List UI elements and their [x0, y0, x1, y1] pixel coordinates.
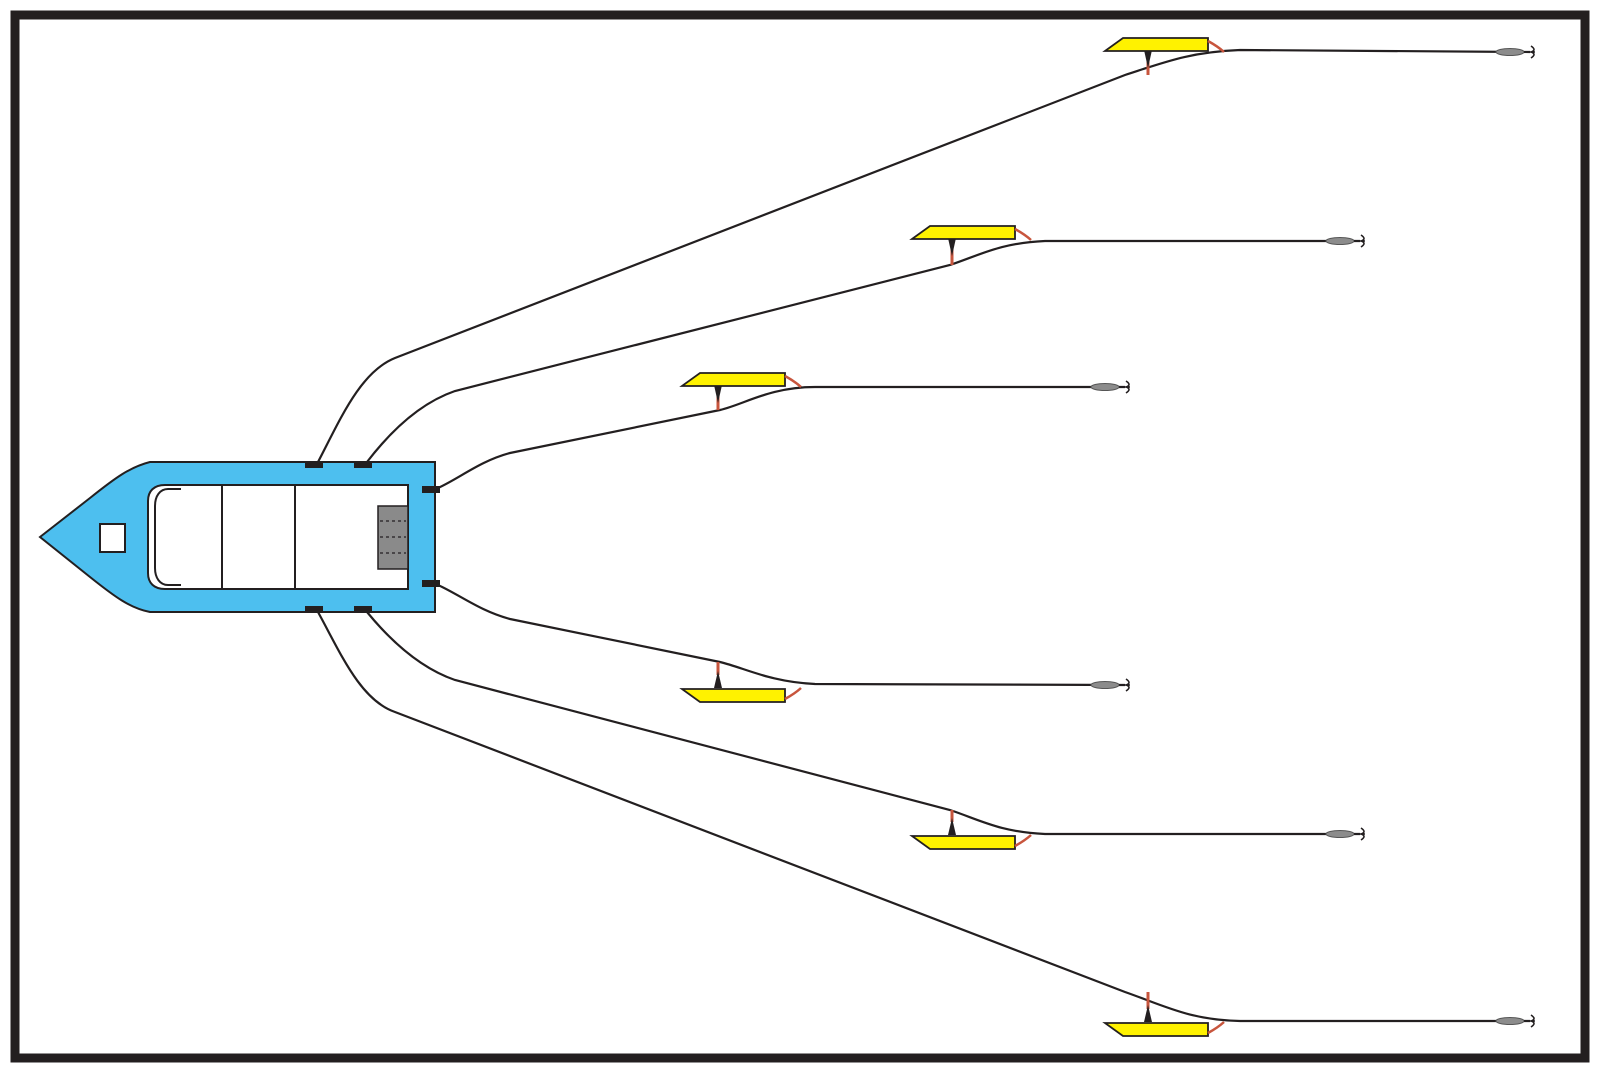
board-keel [948, 238, 956, 256]
lure-icon [1090, 681, 1120, 689]
planer-board-icon [909, 835, 1016, 850]
board-keel [948, 818, 956, 835]
line-starboard-outer [317, 611, 1530, 1023]
rig-port-middle [909, 225, 1365, 265]
rig-starboard-inner [679, 662, 1130, 703]
rod-holder [422, 580, 440, 587]
treble-hook-icon [1354, 827, 1365, 841]
board-keel [714, 671, 722, 688]
release-clip [1014, 227, 1032, 241]
release-clip [784, 374, 802, 388]
rod-holder [354, 606, 372, 613]
rod-holder [422, 486, 440, 493]
line-starboard-inner [437, 583, 1126, 687]
treble-hook-icon [1119, 678, 1130, 692]
planer-board-icon [679, 688, 786, 703]
treble-hook-icon [1354, 234, 1365, 248]
rod-holder [354, 461, 372, 468]
line-starboard-middle [366, 611, 1360, 836]
treble-hook-icon [1119, 380, 1130, 394]
planer-board-icon [679, 372, 786, 387]
trolling-lines [317, 48, 1531, 1023]
rod-holders [305, 461, 440, 613]
release-clip [1207, 1021, 1225, 1035]
lure-icon [1495, 1017, 1525, 1025]
release-clip [1014, 834, 1032, 848]
rig-starboard-middle [909, 810, 1365, 850]
planer-board-icon [1102, 1022, 1209, 1037]
treble-hook-icon [1524, 1014, 1535, 1028]
release-clip [784, 687, 802, 701]
lure-icon [1090, 383, 1120, 391]
boat-deck [147, 484, 409, 590]
rig-port-outer [1102, 37, 1535, 75]
engine-lines [380, 520, 406, 554]
line-port-outer [317, 48, 1531, 463]
attachments [679, 37, 1535, 1037]
lure-icon [1325, 830, 1355, 838]
board-keel [714, 385, 722, 403]
rod-holder [305, 461, 323, 468]
rod-holder [305, 606, 323, 613]
line-port-inner [437, 385, 1125, 490]
planer-board-icon [1102, 37, 1209, 52]
lure-icon [1325, 237, 1355, 245]
board-keel [1144, 50, 1152, 68]
bow-hatch [99, 523, 126, 553]
lure-icon [1495, 48, 1525, 56]
board-keel [1144, 1005, 1152, 1022]
console-seat [154, 488, 181, 586]
rig-starboard-outer [1102, 992, 1535, 1037]
treble-hook-icon [1524, 45, 1535, 59]
release-clip [1207, 39, 1225, 53]
boat-icon [38, 461, 440, 613]
rig-port-inner [679, 372, 1130, 410]
planer-board-icon [909, 225, 1016, 240]
line-port-middle [366, 239, 1360, 463]
